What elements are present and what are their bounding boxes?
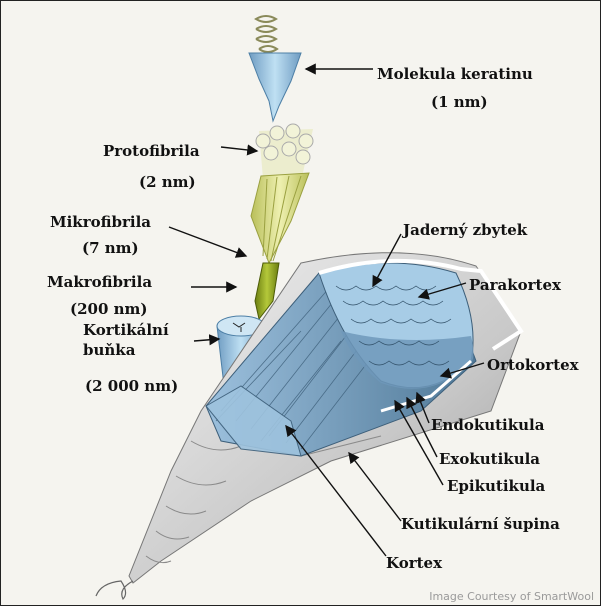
- label-mikrofibrila-size: (7 nm): [82, 239, 139, 257]
- label-parakortex: Parakortex: [469, 276, 561, 294]
- label-epikutikula: Epikutikula: [447, 477, 545, 495]
- label-ortokortex: Ortokortex: [487, 356, 579, 374]
- label-molekula-keratinu: Molekula keratinu: [377, 65, 533, 83]
- label-exokutikula: Exokutikula: [439, 450, 540, 468]
- protofibril-bundle: [256, 124, 313, 181]
- label-makrofibrila: Makrofibrila: [47, 273, 152, 291]
- label-protofibrila: Protofibrila: [103, 142, 200, 160]
- keratin-molecule: [249, 53, 301, 121]
- label-endokutikula: Endokutikula: [431, 416, 544, 434]
- arrow-mikrofibrila: [169, 227, 246, 256]
- hair-tail: [96, 581, 133, 599]
- label-mikrofibrila: Mikrofibrila: [50, 213, 151, 231]
- label-jaderny-zbytek: Jaderný zbytek: [403, 221, 527, 239]
- arrow-kortikalni: [194, 339, 219, 341]
- label-kortikalni-size: (2 000 nm): [85, 377, 178, 395]
- label-protofibrila-size: (2 nm): [139, 173, 196, 191]
- label-makrofibrila-size: (200 nm): [70, 300, 148, 318]
- image-credit: Image Courtesy of SmartWool: [429, 590, 594, 603]
- label-kortex: Kortex: [386, 554, 442, 572]
- label-molekula-size: (1 nm): [431, 93, 488, 111]
- arrow-protofibrila: [221, 147, 257, 151]
- arrow-kutikularni: [349, 453, 401, 521]
- label-kortikalni-bunka: buňka: [83, 341, 135, 359]
- label-kortikalni: Kortikální: [83, 321, 169, 339]
- keratin-coils: [256, 16, 277, 52]
- label-kutikularni-supina: Kutikulární šupina: [401, 515, 560, 533]
